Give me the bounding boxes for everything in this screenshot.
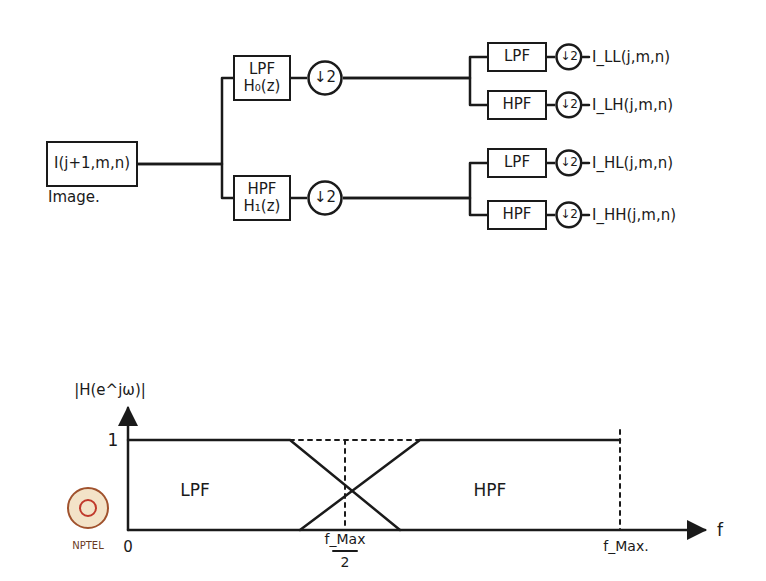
signal-line — [343, 78, 487, 105]
node-text: I(j+1,m,n) — [54, 155, 130, 172]
node-text: HPF — [503, 96, 532, 113]
plot-label: 0 — [123, 539, 133, 556]
filter-box: I(j+1,m,n)Image. — [46, 141, 138, 187]
downsampler-circle: ↓2 — [555, 149, 583, 177]
circle-shape — [557, 45, 582, 70]
x-axis — [128, 529, 705, 532]
node-text: LPF — [504, 48, 530, 65]
node-caption: Image. — [48, 189, 100, 206]
signal-line — [547, 104, 555, 107]
node-text: ↓2 — [560, 156, 578, 170]
circle-shape — [557, 203, 582, 228]
filter-box: HPF — [487, 200, 547, 229]
fraction-bar — [333, 550, 357, 552]
subband-output: I_HL(j,m,n) — [592, 155, 673, 172]
circle-shape — [557, 93, 582, 118]
signal-line — [138, 164, 233, 198]
plot-label: f — [717, 521, 723, 540]
plot-label: 2 — [341, 555, 350, 570]
fmax-dotted — [619, 430, 621, 530]
filter-box: LPF — [487, 42, 547, 71]
plot-label: f_Max — [325, 532, 366, 547]
output-stub — [583, 162, 589, 165]
half-band-dotted — [344, 440, 346, 530]
signal-line — [547, 56, 555, 59]
subband-output: I_LH(j,m,n) — [592, 97, 673, 114]
filter-box: HPF H₁(z) — [233, 175, 291, 222]
logo-ring — [80, 500, 96, 516]
plot-label: f_Max. — [603, 539, 648, 554]
downsampler-circle: ↓2 — [555, 43, 583, 71]
watermark: NPTEL — [72, 540, 104, 551]
filter-box: LPF H₀(z) — [233, 55, 291, 102]
output-stub — [583, 56, 589, 59]
subband-output: I_LL(j,m,n) — [592, 49, 670, 66]
signal-line — [343, 163, 487, 198]
node-text: LPF — [504, 154, 530, 171]
downsampler-circle: ↓2 — [555, 201, 583, 229]
filter-box: LPF — [487, 148, 547, 177]
node-text: HPF — [503, 206, 532, 223]
signal-line — [291, 77, 307, 80]
plot-label: HPF — [474, 481, 507, 500]
signal-line — [547, 214, 555, 217]
circle-shape — [309, 182, 342, 215]
plot-label: LPF — [180, 481, 210, 500]
circle-shape — [557, 151, 582, 176]
plot-label: |H(e^jω)| — [74, 382, 146, 399]
y-axis — [127, 408, 130, 530]
node-text: ↓2 — [560, 50, 578, 64]
node-text: LPF H₀(z) — [240, 61, 284, 96]
output-stub — [583, 104, 589, 107]
signal-line — [343, 198, 487, 215]
node-text: ↓2 — [560, 208, 578, 222]
hpf-curve — [300, 440, 620, 530]
node-text: ↓2 — [314, 189, 336, 206]
filter-box: HPF — [487, 90, 547, 119]
logo — [68, 488, 108, 528]
node-text: ↓2 — [314, 69, 336, 86]
node-text: HPF H₁(z) — [240, 181, 284, 216]
downsampler-circle: ↓2 — [307, 180, 343, 216]
circle-shape — [309, 62, 342, 95]
signal-line — [547, 162, 555, 165]
unity-dotted — [290, 439, 420, 441]
node-text: ↓2 — [560, 98, 578, 112]
downsampler-circle: ↓2 — [307, 60, 343, 96]
signal-line — [291, 197, 307, 200]
logo-disc — [68, 488, 108, 528]
subband-output: I_HH(j,m,n) — [592, 207, 676, 224]
output-stub — [583, 214, 589, 217]
signal-line — [138, 78, 233, 164]
signal-line — [343, 57, 487, 78]
plot-label: 1 — [108, 431, 119, 450]
downsampler-circle: ↓2 — [555, 91, 583, 119]
